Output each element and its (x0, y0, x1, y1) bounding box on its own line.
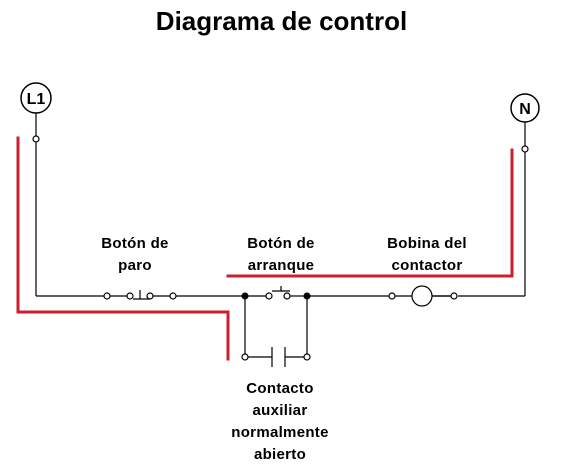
diagram-title: Diagrama de control (155, 6, 408, 36)
start-button-label-line-2: arranque (247, 257, 315, 274)
stop-button-label: Botón de paro (85, 233, 185, 277)
aux-contact-label-line-2: auxiliar (252, 402, 308, 419)
aux-contact-symbol (241, 347, 311, 367)
highlight-left-path (16, 136, 230, 361)
junction-right (303, 292, 311, 300)
coil-label-line-1: Bobina del (387, 235, 467, 252)
aux-contact-label-line-4: abierto (253, 446, 307, 463)
coil-symbol (388, 285, 458, 307)
start-button-label-line-1: Botón de (247, 235, 315, 252)
coil-label-line-2: contactor (391, 257, 463, 274)
aux-contact-label-line-1: Contacto (246, 380, 314, 397)
aux-contact-label-line-3: normalmente (231, 424, 329, 441)
highlight-paths (16, 136, 514, 361)
n-terminal: N (510, 93, 540, 153)
aux-contact-label: Contacto auxiliar normalmente abierto (215, 378, 345, 466)
circuit-wires (35, 113, 526, 358)
l1-terminal: L1 (20, 82, 52, 143)
l1-terminal-label: L1 (27, 91, 46, 108)
n-terminal-label: N (519, 101, 531, 118)
stop-button-label-line-2: paro (118, 257, 152, 274)
start-button-label: Botón de arranque (226, 233, 336, 277)
stop-button-symbol (103, 290, 177, 300)
start-button-symbol (265, 286, 304, 300)
junction-left (241, 292, 249, 300)
stop-button-label-line-1: Botón de (101, 235, 169, 252)
coil-label: Bobina del contactor (367, 233, 487, 277)
highlight-right-path (226, 148, 514, 278)
